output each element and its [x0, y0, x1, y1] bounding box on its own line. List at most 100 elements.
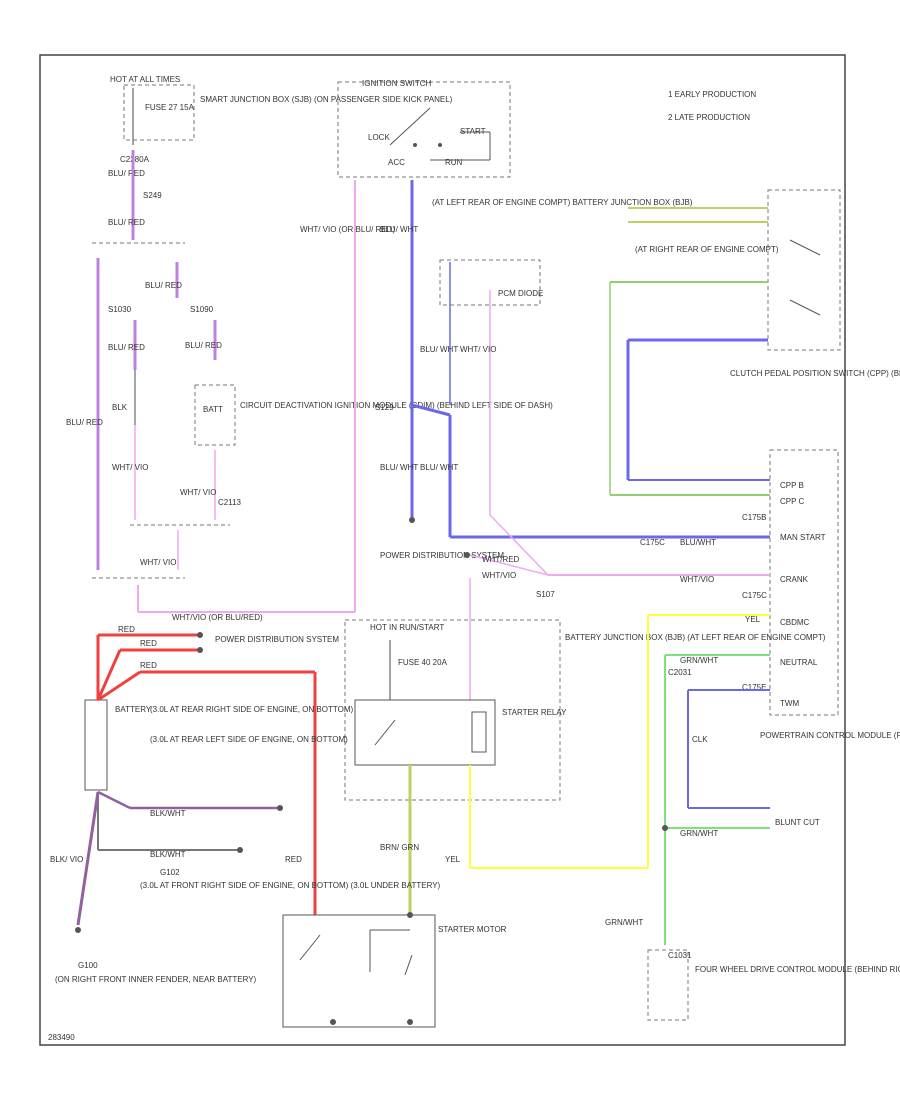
cpp-label: CLUTCH PEDAL POSITION SWITCH (CPP) (BEHI…	[730, 369, 900, 378]
s1090-label: S1090	[190, 305, 214, 314]
c2113-label: C2113	[218, 498, 242, 507]
blunt-cut-label: BLUNT CUT	[775, 818, 820, 827]
run-label: RUN	[445, 158, 463, 167]
lock-label: LOCK	[368, 133, 390, 142]
battery-box	[84, 699, 108, 791]
pcm-diode-box	[439, 259, 541, 306]
wire-grn-wht-1: GRN/WHT	[680, 656, 718, 665]
wire-blu-red-4: BLU/ RED	[145, 281, 182, 290]
hot-in-run-start: HOT IN RUN/START	[370, 623, 444, 632]
wire-brn-grn-label: BRN/ GRN	[380, 843, 419, 852]
power-distribution-top: POWER DISTRIBUTION SYSTEM	[215, 635, 339, 644]
bjb-bottom-box	[344, 619, 561, 801]
wire-blk-wht-2: BLK/WHT	[150, 850, 186, 859]
g100-desc: (ON RIGHT FRONT INNER FENDER, NEAR BATTE…	[55, 975, 257, 984]
starter-relay-box	[354, 699, 496, 766]
wire-wht-vio-crank-label: WHT/VIO	[680, 575, 714, 584]
wire-blu-red-3: BLU/ RED	[66, 418, 103, 427]
wire-red-3	[97, 670, 141, 702]
wire-blu-red-6: BLU/ RED	[185, 341, 222, 350]
wire-blk-wht-1: BLK/WHT	[150, 809, 186, 818]
wire-wht-vio-or-label: WHT/VIO (OR BLU/RED)	[172, 613, 263, 622]
ignition-switch-label: IGNITION SWITCH	[362, 79, 432, 88]
ignition-switch-box	[337, 81, 511, 178]
c1031-label: C1031	[668, 951, 692, 960]
c175c-label: C175C	[742, 591, 767, 600]
sjb-box	[123, 84, 195, 141]
s107-label: S107	[536, 590, 555, 599]
g103-rear-right: (3.0L AT REAR RIGHT SIDE OF ENGINE, ON B…	[150, 705, 353, 714]
wire-wht-vio-s107	[489, 514, 549, 576]
cpp-c-label: CPP C	[780, 497, 805, 506]
cbdmc-label: CBDMC	[780, 618, 810, 627]
wire-blu-wht-1: BLU/ WHT	[380, 225, 418, 234]
s129-label: S129	[375, 403, 394, 412]
crank-label: CRANK	[780, 575, 809, 584]
c2031-label: C2031	[668, 668, 692, 677]
pcm-diode-label: PCM DIODE	[498, 289, 543, 298]
wire-blu-wht-3: BLU/ WHT	[380, 463, 418, 472]
wire-yel-label: YEL	[445, 855, 461, 864]
wire-red-label-2: RED	[140, 639, 157, 648]
pcm-label: POWERTRAIN CONTROL MODULE (PCM) (AT LEFT…	[760, 731, 900, 740]
fuse-40-label: FUSE 40 20A	[398, 658, 448, 667]
wire-blk-vio-g1	[97, 790, 131, 810]
man-start-label: MAN START	[780, 533, 826, 542]
wire-wht-vio-3: WHT/ VIO	[140, 558, 176, 567]
wire-red-label-1: RED	[118, 625, 135, 634]
wire-blk-label: BLK	[112, 403, 128, 412]
wire-blk-vio-label: BLK/ VIO	[50, 855, 83, 864]
wire-blu-red-2: BLU/ RED	[108, 218, 145, 227]
wire-blu-wht-cross	[411, 403, 451, 417]
cdim-batt-label: BATT	[203, 405, 223, 414]
battery-label: BATTERY	[115, 705, 152, 714]
c175e-label: C175E	[742, 683, 766, 692]
twm-label: TWM	[780, 699, 799, 708]
neutral-label: NEUTRAL	[780, 658, 818, 667]
acc-label: ACC	[388, 158, 405, 167]
wire-grn-wht-3: GRN/WHT	[605, 918, 643, 927]
fuse-27-label: FUSE 27 15A	[145, 103, 195, 112]
four-wheel-drive-label: FOUR WHEEL DRIVE CONTROL MODULE (BEHIND …	[695, 965, 900, 974]
wire-wht-red	[469, 554, 549, 576]
pcm-box	[769, 449, 839, 716]
starter-motor-label: STARTER MOTOR	[438, 925, 507, 934]
wire-red-label-3: RED	[140, 661, 157, 670]
cpp-b-label: CPP B	[780, 481, 804, 490]
g103-rear-left: (3.0L AT REAR LEFT SIDE OF ENGINE, ON BO…	[150, 735, 348, 744]
wire-wht-vio-5: WHT/VIO	[482, 571, 516, 580]
clk-label: CLK	[692, 735, 708, 744]
g102-label: G102	[160, 868, 180, 877]
wire-wht-vio-4: WHT/ VIO	[460, 345, 496, 354]
cdim-box	[194, 384, 236, 446]
wire-blu-wht-5: BLU/WHT	[680, 538, 716, 547]
wire-blu-red-5: BLU/ RED	[108, 343, 145, 352]
relay-right-box	[767, 189, 841, 351]
power-distribution-system: POWER DISTRIBUTION SYSTEM	[380, 551, 504, 560]
relay-top-label: (AT RIGHT REAR OF ENGINE COMPT)	[635, 245, 779, 254]
bjb-top-label: (AT LEFT REAR OF ENGINE COMPT) BATTERY J…	[432, 198, 693, 207]
wire-blu-wht-2: BLU/ WHT	[420, 345, 458, 354]
g102-desc: (3.0L AT FRONT RIGHT SIDE OF ENGINE, ON …	[140, 881, 441, 890]
wire-blu-wht-4: BLU/ WHT	[420, 463, 458, 472]
legend-item-2: 2 LATE PRODUCTION	[668, 113, 750, 122]
diagram-frame	[39, 54, 846, 1046]
c2113b-label: C175C	[640, 538, 665, 547]
wire-grn-wht-2: GRN/WHT	[680, 829, 718, 838]
sjb-label: SMART JUNCTION BOX (SJB) (ON PASSENGER S…	[200, 95, 453, 104]
cdim-label: CIRCUIT DEACTIVATION IGNITION MODULE (CD…	[240, 401, 553, 410]
wire-red-label-4: RED	[285, 855, 302, 864]
footer-code: 283490	[48, 1033, 75, 1042]
wire-wht-red-label: WHT/RED	[482, 555, 520, 564]
wire-red-2	[96, 649, 122, 701]
s249-label: S249	[143, 191, 162, 200]
starter-motor-box	[282, 914, 436, 1028]
legend-item-1: 1 EARLY PRODUCTION	[668, 90, 756, 99]
four-wheel-drive-box	[647, 949, 689, 1021]
wire-wht-vio-or: WHT/ VIO (OR BLU/ RED)	[300, 225, 395, 234]
wire-wht-vio-1: WHT/ VIO	[112, 463, 148, 472]
g100-label: G100	[78, 961, 98, 970]
c2280a-label: C2280A	[120, 155, 150, 164]
wire-yel-label-2: YEL	[745, 615, 761, 624]
